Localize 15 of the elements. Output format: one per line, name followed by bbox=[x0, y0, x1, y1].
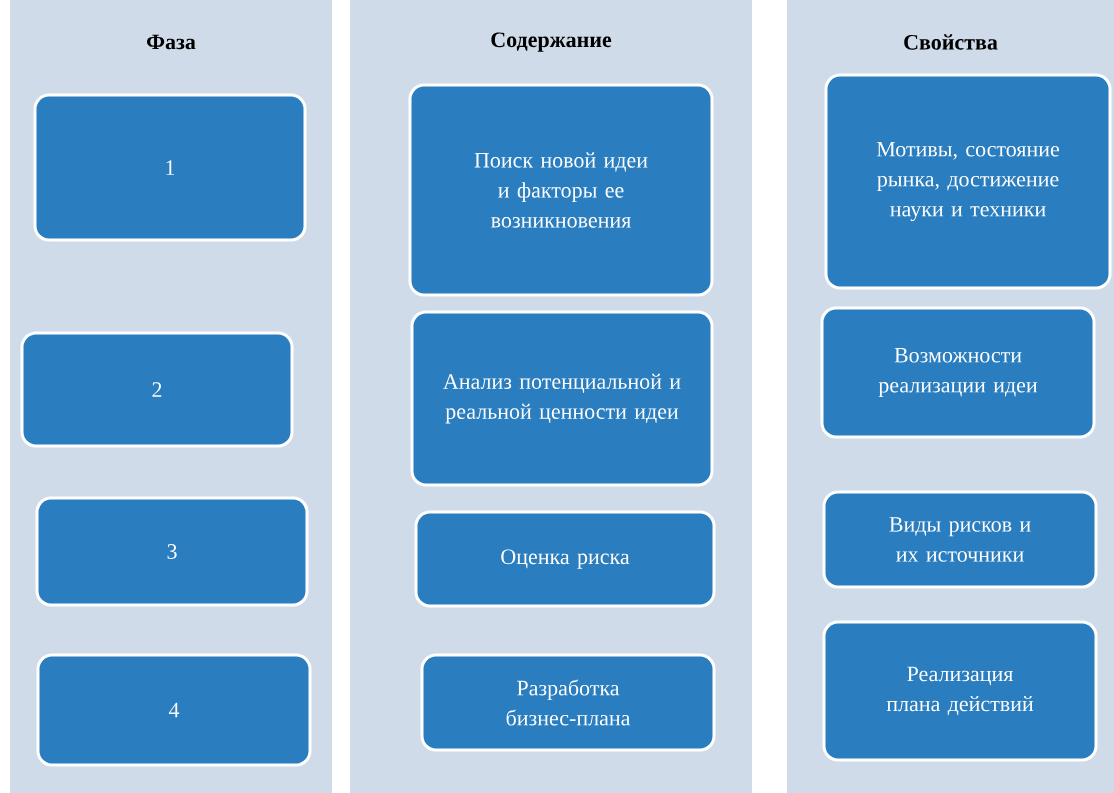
content-box: 4 bbox=[36, 653, 312, 767]
content-box: Анализ потенциальной и реальной ценности идеи bbox=[410, 310, 714, 487]
content-box: Поиск новой идеи и факторы ее возникновения bbox=[408, 83, 714, 297]
column-heading: Фаза bbox=[147, 34, 196, 50]
column-heading: Содержание bbox=[491, 32, 612, 52]
content-box: Мотивы, состояние рынка, достижение науки и техники bbox=[824, 73, 1112, 290]
content-box: Разработка бизнес-плана bbox=[420, 653, 716, 752]
content-box: Возможности реализации идеи bbox=[820, 306, 1096, 439]
content-box: Оценка риска bbox=[414, 510, 716, 608]
content-box: Реализация плана действий bbox=[822, 620, 1098, 762]
content-box: 3 bbox=[35, 496, 309, 607]
content-box: Виды рисков и их источники bbox=[822, 490, 1098, 589]
content-box: 2 bbox=[20, 331, 294, 448]
column-heading: Свойства bbox=[904, 34, 998, 50]
content-box: 1 bbox=[33, 93, 307, 242]
